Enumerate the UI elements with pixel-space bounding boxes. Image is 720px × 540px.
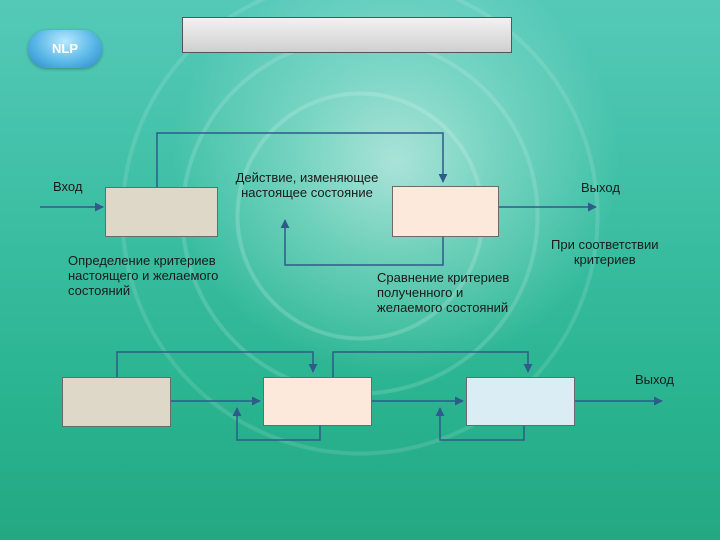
input-label: Вход [53, 179, 83, 194]
stage-box-2 [263, 377, 372, 426]
stage-box-3 [466, 377, 575, 426]
loop-2 [232, 407, 321, 441]
comparison-box [392, 186, 499, 237]
output-label-2: Выход [635, 372, 674, 387]
nlp-logo: NLP [28, 30, 102, 68]
link-2-3 [332, 351, 533, 377]
title-box [182, 17, 512, 53]
stage-box-1 [62, 377, 171, 427]
criteria-box [105, 187, 218, 237]
output-label: Выход [581, 180, 620, 195]
bottom-feedback-line [280, 219, 444, 266]
action-label: Действие, изменяющее настоящее состояние [235, 170, 379, 200]
criteria-label: Определение критериев настоящего и желае… [68, 253, 219, 298]
link-1-2 [116, 351, 318, 377]
top-feedforward-line [156, 132, 448, 187]
loop-3 [435, 407, 525, 441]
compare-label: Сравнение критериев полученного и желаем… [377, 270, 510, 315]
condition-label: При соответствии критериев [551, 237, 659, 267]
